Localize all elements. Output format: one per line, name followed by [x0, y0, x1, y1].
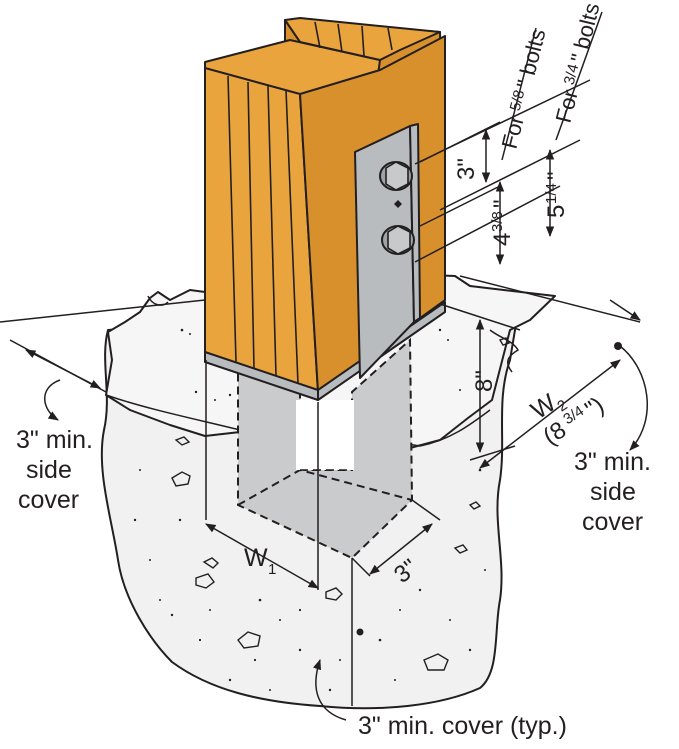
bolts-3-4-suffix: " bolts [566, 0, 605, 65]
bolt-upper [379, 161, 413, 191]
dim-4-3-8-fraction: 3/8 [489, 211, 506, 232]
dimension-lines [0, 11, 649, 721]
bottom-cover-label: 3" min. cover (typ.) [358, 712, 567, 740]
dim-4-3-8-whole: 4 [489, 233, 516, 246]
nail-hole [394, 200, 402, 208]
dim-8-label: 8" [471, 370, 498, 392]
bolts-5-8-prefix: For [497, 113, 529, 151]
dim-4-3-8-mark: " [489, 199, 516, 208]
dim-3-top-label: 3" [453, 158, 480, 180]
side-cover-right-line3: cover [582, 508, 643, 536]
dim-5-1-4-whole: 5 [543, 205, 570, 218]
w1-letter: W [244, 544, 268, 572]
bolts-5-8-fraction: 5/8 [507, 88, 529, 112]
bolt-lower [381, 225, 415, 255]
dim-5-1-4-mark: " [543, 171, 570, 180]
bolts-3-4-label: For 3/4 " bolts [551, 0, 605, 125]
side-cover-left-line3: cover [18, 486, 79, 514]
side-cover-right-line1: 3" min. [574, 448, 651, 476]
bolts-3-4-fraction: 3/4 [561, 62, 583, 86]
dim-5-1-4-fraction: 1/4 [543, 183, 560, 204]
w2-alt-close: ") [580, 392, 609, 424]
bolts-5-8-suffix: " bolts [512, 26, 551, 91]
side-cover-left-line2: side [26, 456, 72, 484]
bolts-3-4-prefix: For [551, 87, 583, 125]
steel-side-strap [354, 123, 421, 379]
dim-5-1-4-label: 5 1/4 " [543, 171, 570, 218]
embedded-steel-strap [237, 337, 414, 560]
w1-label: W 1 [244, 544, 276, 578]
side-cover-left-line1: 3" min. [16, 426, 93, 454]
bolts-5-8-label: For 5/8 " bolts [497, 26, 551, 151]
side-cover-right-line2: side [590, 478, 636, 506]
w2-label: W 2 (8 3/4 ") [526, 388, 609, 450]
dim-4-3-8-label: 4 3/8 " [489, 199, 516, 246]
w1-subscript: 1 [268, 561, 276, 578]
